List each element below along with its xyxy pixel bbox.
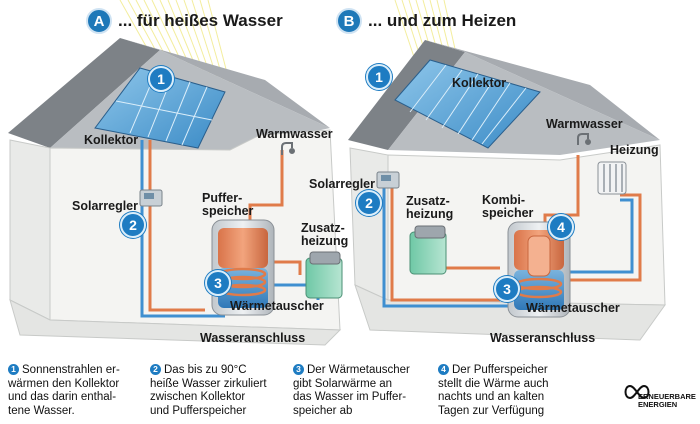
- label-waermetauscher-b: Wärmetauscher: [526, 301, 620, 315]
- renewable-energy-logo-icon: [624, 384, 650, 400]
- heading-a-text: ... für heißes Wasser: [118, 11, 283, 30]
- step-2-badge-a: 2: [120, 212, 146, 238]
- label-wasseranschluss-a: Wasseranschluss: [200, 331, 306, 345]
- step-3-badge-a: 3: [205, 270, 231, 296]
- collector-a: [94, 67, 226, 149]
- label-kollektor-b: Kollektor: [452, 76, 507, 90]
- roof-left-a: [8, 38, 160, 148]
- step-1-badge-b: 1: [366, 64, 392, 90]
- faucet-a-icon: [281, 142, 295, 155]
- floor-a: [9, 299, 342, 346]
- solar-controller-b: [376, 171, 400, 189]
- wall-left-a: [9, 139, 51, 321]
- faucet-b-icon: [577, 133, 591, 145]
- label-kombispeicher-b: Kombi-speicher: [482, 193, 534, 220]
- heading-a: A ... für heißes Wasser: [86, 8, 283, 34]
- collector-b: [394, 59, 541, 149]
- label-zusatzheizung-b: Zusatz-heizung: [406, 194, 454, 221]
- heading-b-badge: B: [336, 8, 362, 34]
- step-1-badge-a: 1: [148, 66, 174, 92]
- combi-tank-b: [507, 221, 571, 318]
- label-solarregler-b: Solarregler: [309, 177, 376, 191]
- logo-text: ERNEUERBARE ENERGIEN: [638, 392, 696, 409]
- label-warmwasser-a: Warmwasser: [256, 127, 333, 141]
- wall-left-b: [349, 147, 389, 301]
- auxiliary-heater-b: [409, 225, 447, 275]
- label-pufferspeicher-a: Puffer-speicher: [202, 191, 254, 218]
- house-a: [8, 0, 343, 346]
- solar-controller-a: [139, 189, 163, 207]
- label-solarregler-a: Solarregler: [72, 199, 139, 213]
- heading-b: B ... und zum Heizen: [336, 8, 516, 34]
- heading-b-text: ... und zum Heizen: [368, 11, 517, 30]
- label-zusatzheizung-a: Zusatz-heizung: [301, 221, 349, 248]
- label-warmwasser-b: Warmwasser: [546, 117, 623, 131]
- step-2-badge-b: 2: [356, 190, 382, 216]
- auxiliary-heater-a: [305, 251, 343, 299]
- house-b: [348, 0, 666, 341]
- label-heizung-b: Heizung: [610, 143, 659, 157]
- step-3-badge-b: 3: [494, 276, 520, 302]
- radiator-icon: [597, 161, 627, 195]
- label-waermetauscher-a: Wärmetauscher: [230, 299, 324, 313]
- label-wasseranschluss-b: Wasseranschluss: [490, 331, 596, 345]
- step-4-badge-b: 4: [548, 214, 574, 240]
- heading-a-badge: A: [86, 8, 112, 34]
- label-kollektor-a: Kollektor: [84, 133, 139, 147]
